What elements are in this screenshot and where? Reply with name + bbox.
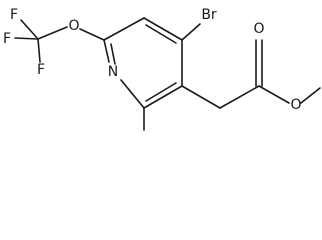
bond-ring-c5-c4 [143, 17, 183, 41]
bond-c3-ch2 [181, 85, 221, 109]
bond-o-ester-methyl [300, 87, 321, 104]
bond-o-ring [79, 28, 105, 41]
bond-ring-c3-c2-double [145, 82, 177, 102]
bond-ring-c2-n [120, 79, 145, 109]
bond-cf3-f-left [14, 37, 39, 40]
atom-label-fluorine-left: F [3, 31, 11, 47]
bond-ring-c5-c4-double [145, 24, 177, 44]
bonds [14, 17, 321, 131]
bond-carbonyl-c-o-ester [258, 85, 290, 104]
atom-label-bromine: Br [201, 7, 217, 23]
bond-ring-c6-c5 [103, 17, 145, 41]
atom-label-nitrogen-ring: N [108, 64, 118, 80]
atom-label-oxygen-carbonyl: O [253, 21, 264, 37]
atom-label-fluorine-top: F [10, 7, 18, 23]
bond-ring-n-c6 [103, 39, 110, 63]
bond-ring-n-c6-double [110, 43, 116, 65]
bond-cf3-f-top [20, 19, 39, 40]
bond-cf3-o [37, 26, 68, 40]
atom-label-oxygen-ether: O [68, 18, 79, 34]
bond-ring-c3-c2 [143, 85, 183, 109]
bond-c4-br [181, 23, 201, 41]
chemical-structure-diagram: F F F O N Br O O [3, 7, 321, 131]
atom-label-oxygen-ester: O [290, 97, 301, 113]
atom-labels: F F F O N Br O O [3, 7, 302, 113]
bond-cf3-f-bottom [37, 38, 41, 63]
atom-label-fluorine-bottom: F [37, 62, 45, 78]
bond-ch2-carbonyl-c [219, 85, 260, 109]
